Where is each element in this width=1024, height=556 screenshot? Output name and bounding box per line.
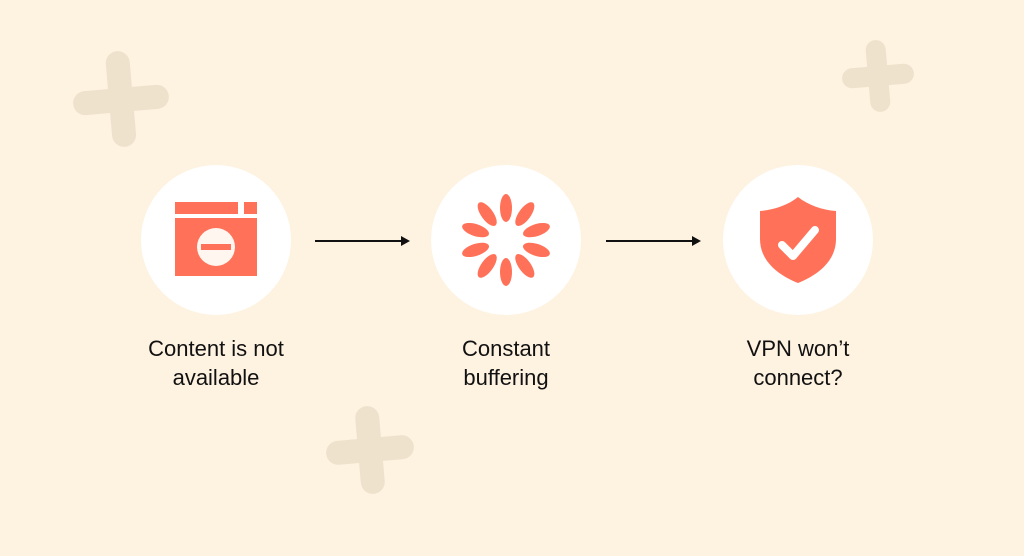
- step-content-unavailable: [141, 165, 291, 315]
- decorative-plus-icon: [326, 406, 414, 494]
- step-vpn-connect: [723, 165, 873, 315]
- decorative-plus-icon: [842, 40, 914, 112]
- browser-blocked-icon: [175, 202, 257, 276]
- arrow-icon: [315, 236, 410, 246]
- shield-check-icon: [760, 197, 836, 283]
- step-buffering: [431, 165, 581, 315]
- arrow-icon: [606, 236, 701, 246]
- decorative-plus-icon: [73, 51, 169, 147]
- loading-spinner-icon: [462, 194, 550, 286]
